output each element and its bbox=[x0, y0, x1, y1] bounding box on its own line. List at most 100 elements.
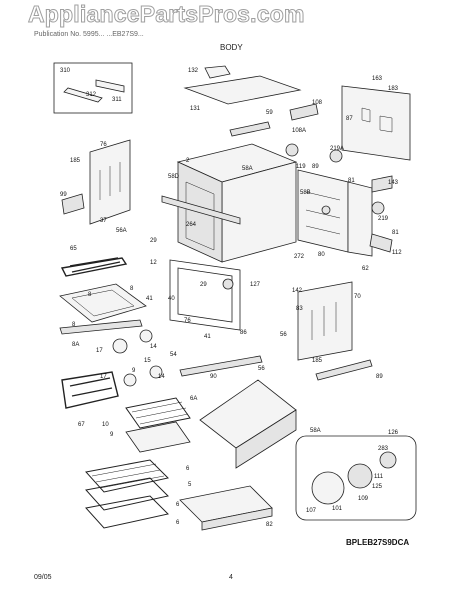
callout-9: 9 bbox=[132, 368, 136, 374]
callout-111: 111 bbox=[374, 474, 384, 480]
part-side-rail bbox=[347, 181, 373, 257]
model-line: Publication No. 5995... ...EB27S9... bbox=[34, 31, 144, 38]
part-132 bbox=[204, 65, 231, 79]
callout-108a: 108A bbox=[292, 128, 306, 134]
part-76-front-frame bbox=[169, 259, 241, 331]
callout-8: 8 bbox=[88, 292, 92, 298]
callout-41: 41 bbox=[204, 334, 211, 340]
part-strip-312 bbox=[63, 87, 103, 103]
callout-125: 125 bbox=[372, 484, 383, 490]
callout-109: 109 bbox=[358, 496, 369, 502]
callout-89: 89 bbox=[312, 164, 319, 170]
callout-17: 17 bbox=[100, 374, 107, 380]
callout-311: 311 bbox=[112, 97, 122, 103]
footer-date: 09/05 bbox=[34, 574, 52, 581]
diagram-code: BPLEB27S9DCA bbox=[346, 538, 410, 547]
part-143 bbox=[371, 175, 393, 193]
inset-box-lamp bbox=[53, 62, 133, 114]
callout-65: 65 bbox=[70, 246, 77, 252]
callout-83: 83 bbox=[296, 306, 303, 312]
part-99-bracket bbox=[61, 193, 85, 215]
callout-6: 6 bbox=[176, 502, 180, 508]
part-119 bbox=[285, 143, 299, 157]
part-59-bar bbox=[229, 121, 271, 137]
callout-219a: 219A bbox=[330, 146, 344, 152]
callout-9: 9 bbox=[110, 432, 114, 438]
part-bracket-311 bbox=[95, 79, 125, 93]
callout-5: 5 bbox=[188, 482, 192, 488]
callout-185: 185 bbox=[70, 158, 81, 164]
callout-142: 142 bbox=[292, 288, 303, 294]
callout-86: 86 bbox=[240, 330, 247, 336]
callout-29: 29 bbox=[150, 238, 157, 244]
part-8a-trim bbox=[59, 319, 143, 335]
callout-8a: 8A bbox=[72, 342, 79, 348]
callout-37: 37 bbox=[100, 218, 107, 224]
callout-6: 6 bbox=[186, 466, 190, 472]
part-15-knob bbox=[139, 329, 153, 343]
callout-264: 264 bbox=[186, 222, 197, 228]
callout-80: 80 bbox=[318, 252, 325, 258]
callout-99: 99 bbox=[60, 192, 67, 198]
callout-6a: 6A bbox=[190, 396, 197, 402]
callout-143: 143 bbox=[388, 180, 399, 186]
part-14b-knob bbox=[123, 373, 137, 387]
part-87-rear-panel bbox=[341, 85, 411, 161]
part-14-knob bbox=[112, 338, 128, 354]
part-54-knob bbox=[149, 365, 163, 379]
callout-8: 8 bbox=[130, 286, 134, 292]
part-108 bbox=[289, 103, 319, 121]
callout-62: 62 bbox=[362, 266, 369, 272]
callout-58b: 58B bbox=[300, 190, 311, 196]
callout-183: 183 bbox=[388, 86, 399, 92]
callout-87: 87 bbox=[346, 116, 353, 122]
callout-17: 17 bbox=[96, 348, 103, 354]
part-6-rack-b bbox=[85, 477, 170, 511]
callout-15: 15 bbox=[144, 358, 151, 364]
part-10-rack bbox=[125, 397, 191, 429]
callout-10: 10 bbox=[102, 422, 109, 428]
callout-6: 6 bbox=[176, 520, 180, 526]
callout-219: 219 bbox=[378, 216, 389, 222]
callout-107: 107 bbox=[306, 508, 317, 514]
callout-14: 14 bbox=[150, 344, 157, 350]
watermark: AppliancePartsPros.com bbox=[28, 1, 305, 28]
part-70-side-panel bbox=[297, 281, 353, 361]
callout-14: 14 bbox=[158, 374, 165, 380]
callout-89: 89 bbox=[376, 374, 383, 380]
callout-101: 101 bbox=[332, 506, 343, 512]
callout-112: 112 bbox=[392, 250, 402, 256]
part-219 bbox=[371, 201, 385, 215]
callout-131: 131 bbox=[190, 106, 201, 112]
part-6-rack-c bbox=[85, 495, 170, 529]
callout-76: 76 bbox=[100, 142, 107, 148]
callout-163: 163 bbox=[372, 76, 383, 82]
callout-310: 310 bbox=[60, 68, 71, 74]
part-89-rail bbox=[315, 359, 373, 381]
callout-8: 8 bbox=[72, 322, 76, 328]
part-8-door-panel bbox=[59, 283, 147, 323]
part-112 bbox=[369, 233, 393, 253]
callout-41: 41 bbox=[146, 296, 153, 302]
callout-56: 56 bbox=[258, 366, 265, 372]
callout-67: 67 bbox=[78, 422, 85, 428]
part-125-motor bbox=[379, 451, 397, 469]
callout-58d: 58D bbox=[168, 174, 180, 180]
callout-126: 126 bbox=[388, 430, 399, 436]
part-219a bbox=[329, 149, 343, 163]
part-6-rack-a bbox=[85, 459, 170, 493]
part-58d-trim bbox=[161, 195, 241, 225]
callout-90: 90 bbox=[210, 374, 217, 380]
callout-82: 82 bbox=[266, 522, 273, 528]
inset-box-convection-fan bbox=[295, 435, 417, 521]
part-65-bake-element bbox=[60, 257, 128, 277]
callout-58a: 58A bbox=[310, 428, 321, 434]
callout-127: 127 bbox=[250, 282, 261, 288]
callout-283: 283 bbox=[378, 446, 389, 452]
callout-108: 108 bbox=[312, 100, 323, 106]
part-127 bbox=[222, 278, 234, 290]
callout-185: 185 bbox=[312, 358, 323, 364]
